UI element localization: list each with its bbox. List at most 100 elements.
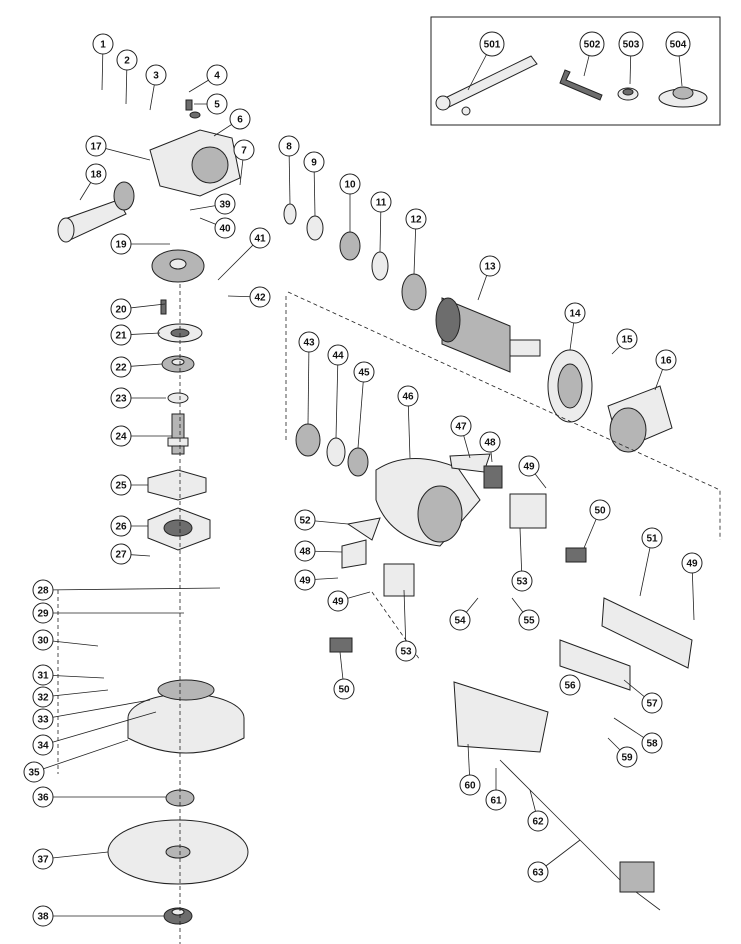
callout-number-50: 50	[594, 506, 606, 517]
carbon-brush	[565, 547, 587, 563]
callout-number-36: 36	[37, 793, 49, 804]
callout-leader	[42, 851, 109, 860]
callout-circle	[110, 298, 132, 320]
callout-number-504: 504	[670, 40, 687, 51]
callout-circle	[278, 135, 300, 157]
callout-number-4: 4	[214, 71, 220, 82]
callout-circle	[641, 692, 663, 714]
callout-number-17: 17	[90, 142, 102, 153]
ball-bearing	[161, 355, 195, 373]
callout-number-13: 13	[484, 262, 496, 273]
callout-number-56: 56	[564, 681, 576, 692]
callout-number-39: 39	[219, 200, 231, 211]
callout-circle	[110, 543, 132, 565]
callout-circle	[249, 227, 271, 249]
callout-circle	[229, 108, 251, 130]
callout-circle	[527, 810, 549, 832]
callout-circle	[397, 385, 419, 407]
callout-number-58: 58	[646, 739, 658, 750]
callout-circle	[485, 789, 507, 811]
callout-circle	[327, 590, 349, 612]
callout-number-53: 53	[400, 647, 412, 658]
callout-number-50: 50	[338, 685, 350, 696]
brush-cap	[341, 539, 367, 569]
callout-number-11: 11	[376, 198, 387, 209]
callout-circle	[479, 255, 501, 277]
callout-circle	[616, 746, 638, 768]
callout-number-48: 48	[299, 547, 311, 558]
callout-circle	[85, 163, 107, 185]
callout-circle	[32, 905, 54, 927]
callout-number-60: 60	[464, 781, 476, 792]
callout-circle	[32, 629, 54, 651]
handle-cover	[453, 681, 549, 753]
callout-circle	[370, 191, 392, 213]
callout-circle	[681, 552, 703, 574]
callout-circle	[298, 331, 320, 353]
callout-number-53: 53	[516, 577, 528, 588]
callout-number-59: 59	[621, 753, 633, 764]
armature	[435, 297, 541, 373]
callout-number-503: 503	[623, 40, 640, 51]
callout-number-27: 27	[115, 550, 127, 561]
fan-baffle	[547, 349, 593, 423]
callout-number-45: 45	[358, 368, 370, 379]
callout-circle	[110, 233, 132, 255]
callout-number-49: 49	[332, 597, 344, 608]
washer-part-503	[617, 87, 639, 101]
callout-number-38: 38	[37, 912, 49, 923]
callout-number-55: 55	[523, 616, 535, 627]
callout-number-51: 51	[646, 534, 658, 545]
callout-number-32: 32	[37, 693, 49, 704]
stator	[607, 385, 673, 453]
callout-number-2: 2	[124, 56, 130, 67]
callout-leader	[42, 689, 109, 698]
callout-circle	[294, 569, 316, 591]
callout-number-9: 9	[311, 158, 317, 169]
callout-number-54: 54	[454, 616, 466, 627]
callout-circle	[294, 540, 316, 562]
callout-number-19: 19	[115, 240, 127, 251]
packing-gasket	[147, 469, 207, 501]
callout-circle	[564, 302, 586, 324]
callout-number-47: 47	[455, 422, 467, 433]
callout-circle	[518, 609, 540, 631]
callout-leader	[33, 739, 129, 773]
power-cord	[499, 759, 661, 911]
sanding-disc	[107, 819, 249, 885]
callout-number-10: 10	[344, 180, 356, 191]
callout-leader	[335, 354, 339, 439]
side-handle	[57, 181, 135, 243]
callout-circle	[479, 31, 505, 57]
brush-holder	[383, 493, 547, 597]
callout-number-12: 12	[410, 215, 422, 226]
spiral-bevel-gear	[151, 249, 205, 283]
callout-number-34: 34	[37, 741, 49, 752]
callout-number-18: 18	[90, 170, 102, 181]
callout-circle	[214, 193, 236, 215]
callout-circle	[145, 64, 167, 86]
callout-number-43: 43	[303, 338, 315, 349]
callout-circle	[449, 609, 471, 631]
callout-circle	[511, 570, 533, 592]
accessory-box	[430, 16, 721, 126]
callout-number-26: 26	[115, 522, 127, 533]
lock-nut	[163, 907, 193, 925]
callout-circle	[206, 93, 228, 115]
callout-circle	[110, 474, 132, 496]
callout-circle	[110, 515, 132, 537]
callout-number-49: 49	[686, 559, 698, 570]
callout-number-63: 63	[532, 868, 544, 879]
callout-circle	[641, 527, 663, 549]
callout-number-23: 23	[115, 394, 127, 405]
packing-gland	[147, 507, 211, 551]
callout-number-42: 42	[254, 293, 266, 304]
callout-circle	[559, 674, 581, 696]
callout-circle	[110, 425, 132, 447]
callout-number-22: 22	[115, 363, 127, 374]
callout-circle	[405, 208, 427, 230]
callout-number-3: 3	[153, 71, 159, 82]
callout-number-25: 25	[115, 481, 127, 492]
callout-number-6: 6	[237, 115, 243, 126]
callout-number-48: 48	[484, 438, 496, 449]
